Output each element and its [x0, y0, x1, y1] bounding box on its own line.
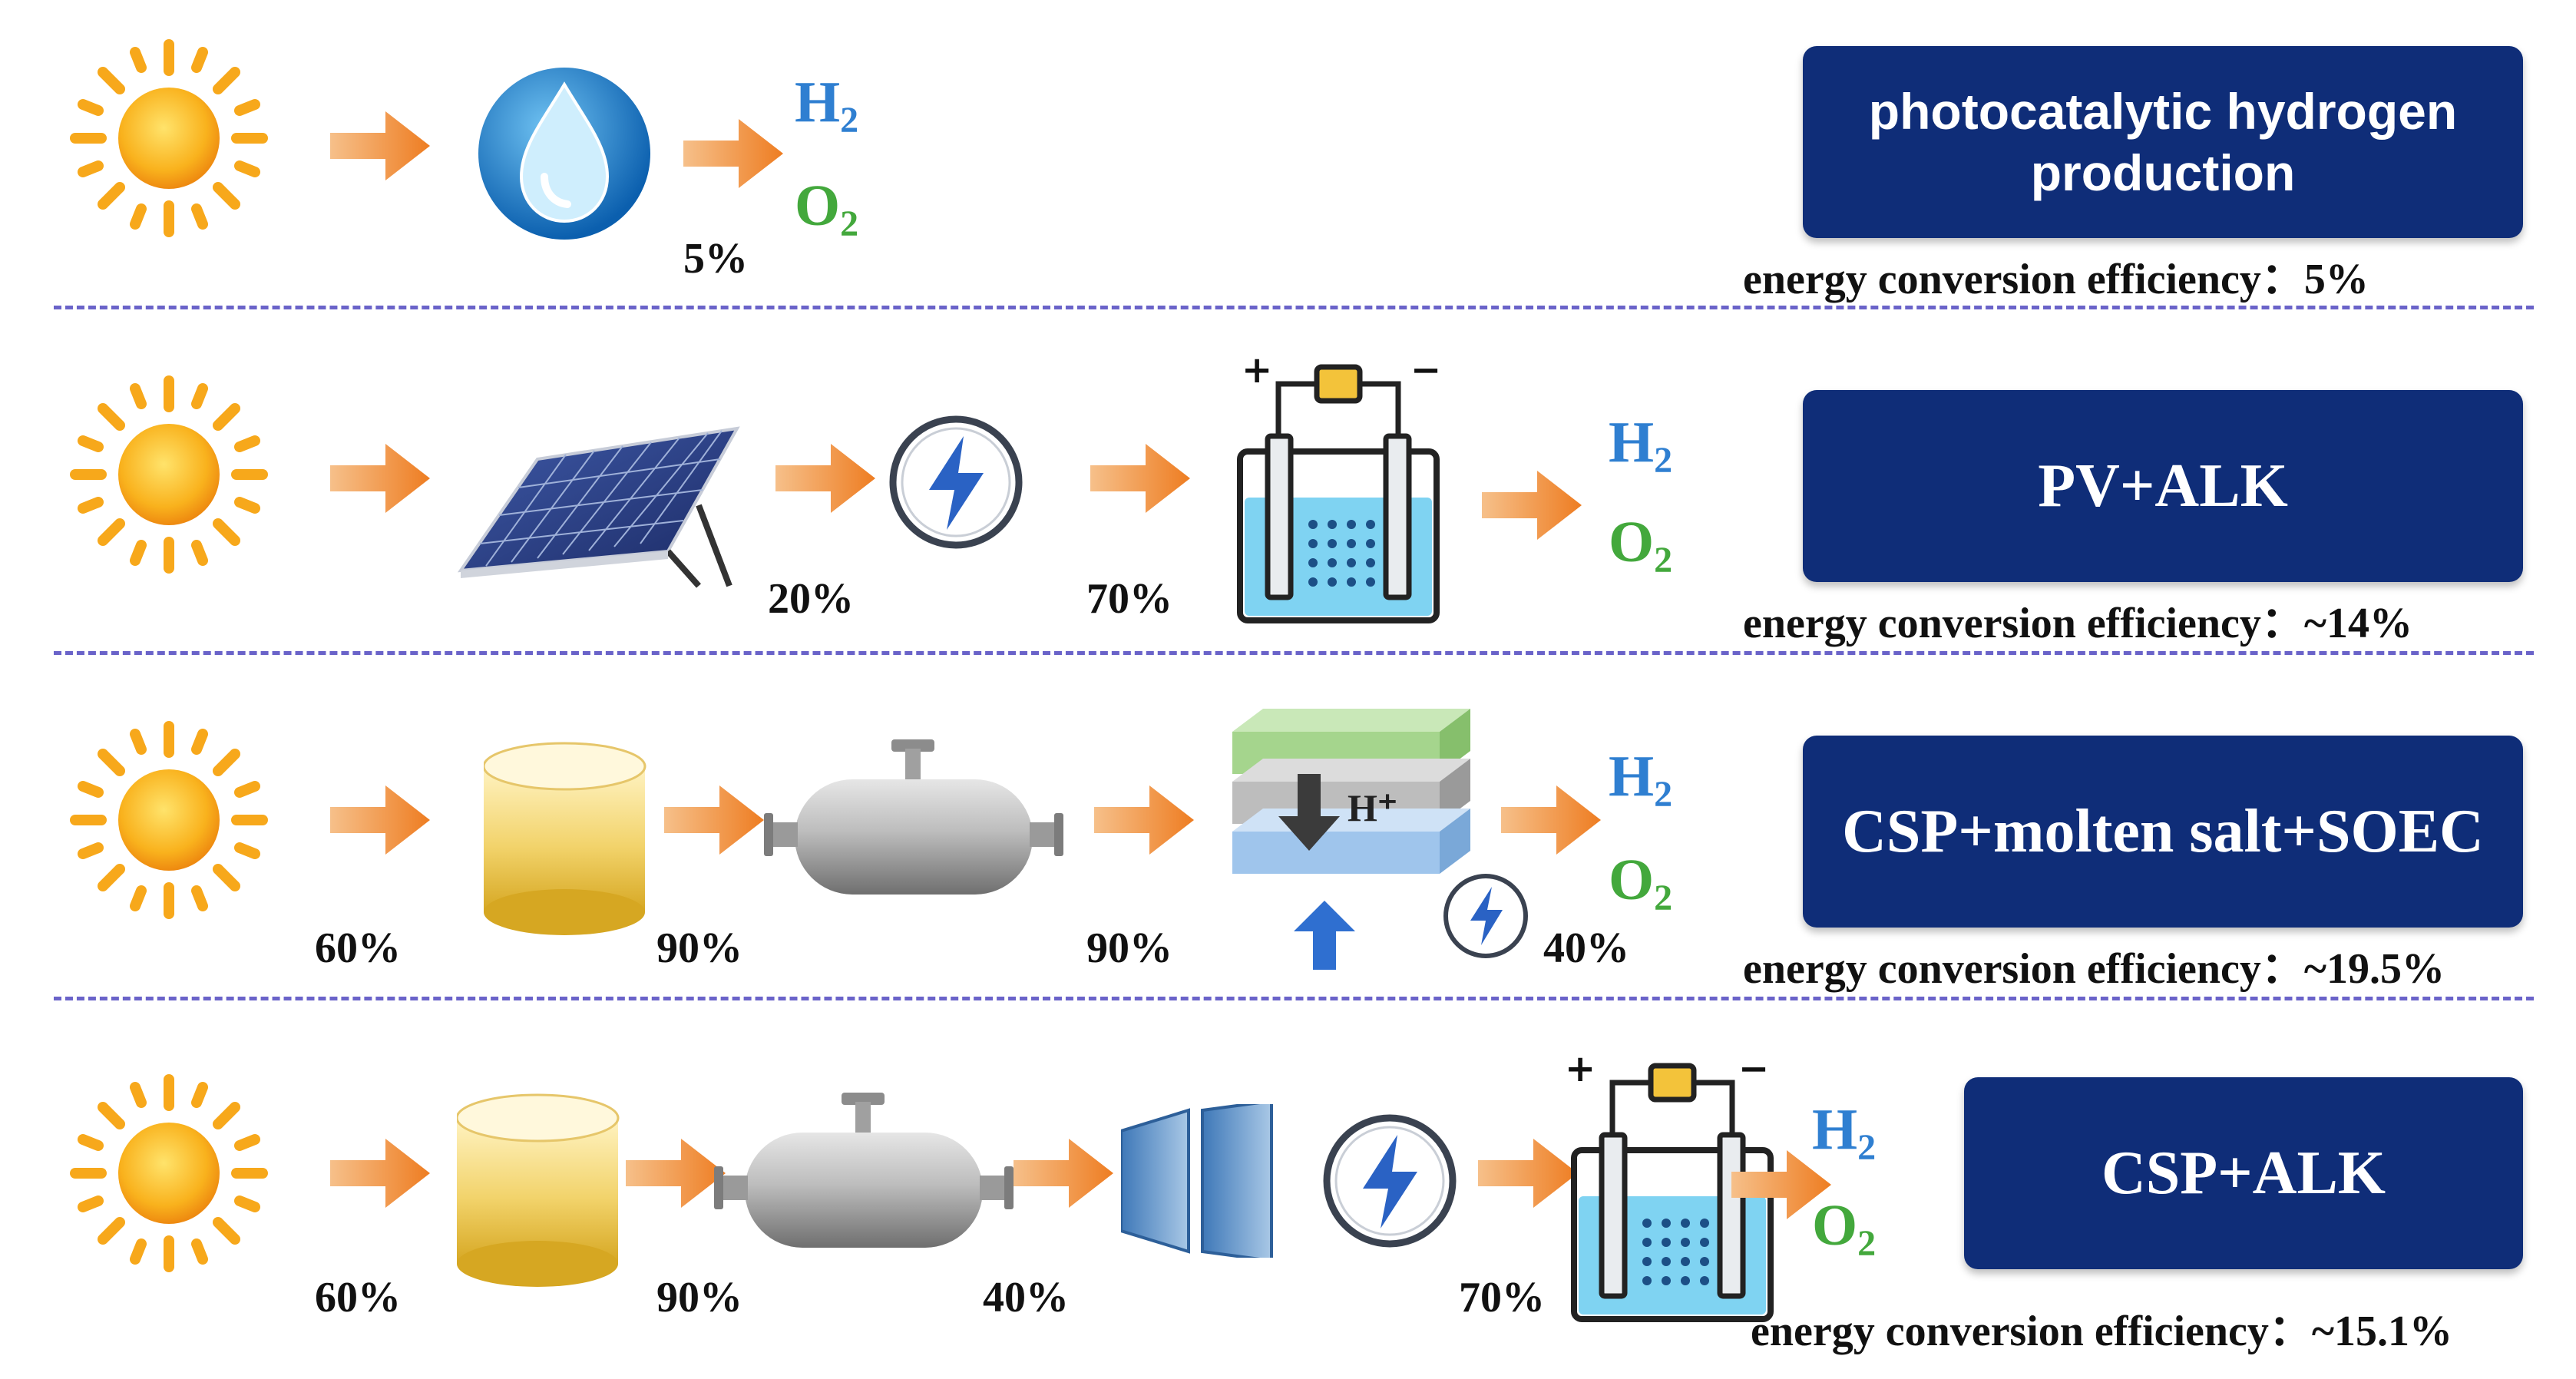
efficiency-step: 40% — [983, 1274, 1069, 1321]
arrow-icon — [1090, 444, 1190, 513]
efficiency-step: 60% — [315, 924, 401, 972]
row-csp-alk: 60% 90% 40% 70% + − H2 O2 CSP+ALK energy… — [0, 1035, 2576, 1365]
arrow-icon — [1501, 785, 1601, 855]
sun-icon — [69, 1073, 269, 1273]
efficiency-step: 90% — [656, 924, 742, 972]
h2-label: H2 — [1609, 410, 1673, 481]
h2-label: H2 — [1812, 1097, 1877, 1168]
o2-label: O2 — [1609, 510, 1673, 580]
efficiency-step: 70% — [1086, 575, 1172, 623]
plus-terminal: + — [1242, 349, 1273, 392]
overall-efficiency: energy conversion efficiency：~14% — [1743, 600, 2413, 647]
arrow-icon — [330, 1139, 430, 1208]
process-label: PV+ALK — [1803, 390, 2523, 582]
efficiency-step: 40% — [1543, 924, 1629, 972]
divider — [54, 997, 2534, 1000]
heat-exchanger-icon — [714, 1093, 1014, 1248]
overall-efficiency: energy conversion efficiency：5% — [1743, 256, 2369, 303]
h2-label: H2 — [1609, 744, 1673, 815]
plus-terminal: + — [1565, 1047, 1596, 1090]
heat-exchanger-icon — [764, 739, 1063, 895]
solar-panel-icon — [457, 426, 740, 588]
minus-terminal: − — [1738, 1047, 1770, 1090]
overall-efficiency: energy conversion efficiency：~19.5% — [1743, 945, 2445, 993]
arrow-icon — [775, 444, 875, 513]
electrolyzer-icon — [1225, 359, 1455, 628]
o2-label: O2 — [1812, 1193, 1877, 1264]
sun-icon — [69, 720, 269, 920]
molten-salt-tank-icon — [484, 742, 646, 937]
soec-stack: H⁺ — [1232, 709, 1539, 977]
efficiency-step: 90% — [656, 1274, 742, 1321]
lightning-icon — [1321, 1112, 1459, 1250]
row-photocatalytic: H2 O2 5% photocatalytic hydrogen product… — [0, 0, 2576, 330]
divider — [54, 651, 2534, 655]
efficiency-step: 70% — [1459, 1274, 1545, 1321]
arrow-icon — [330, 785, 430, 855]
electrolyzer: + − — [1225, 349, 1455, 628]
row-csp-molten-salt-soec: 60% 90% 90% H⁺ 40% H2 O2 CSP+molten salt… — [0, 690, 2576, 1020]
arrow-icon — [1094, 785, 1194, 855]
proton-label: H⁺ — [1348, 786, 1398, 829]
arrow-icon — [626, 1139, 726, 1208]
efficiency-step: 5% — [683, 235, 748, 283]
arrow-icon — [1014, 1139, 1113, 1208]
efficiency-step: 20% — [768, 575, 854, 623]
arrow-icon — [1482, 471, 1582, 540]
h2-label: H2 — [795, 70, 859, 141]
row-pv-alk: 20% 70% + − H2 O2 PV+ALK energy conversi… — [0, 344, 2576, 674]
efficiency-step: 60% — [315, 1274, 401, 1321]
sun-icon — [69, 38, 269, 238]
arrow-icon — [330, 111, 430, 180]
electrolyzer: + − — [1559, 1047, 1789, 1327]
sun-icon — [69, 375, 269, 574]
o2-label: O2 — [795, 174, 859, 244]
water-drop-icon — [478, 68, 650, 240]
arrow-icon — [330, 444, 430, 513]
o2-label: O2 — [1609, 848, 1673, 918]
arrow-icon — [683, 119, 783, 188]
process-label: CSP+molten salt+SOEC — [1803, 736, 2523, 928]
minus-terminal: − — [1410, 349, 1442, 392]
soec-stack-icon — [1232, 709, 1528, 970]
overall-efficiency: energy conversion efficiency：~15.1% — [1751, 1308, 2453, 1355]
lightning-icon — [887, 413, 1025, 551]
process-label: CSP+ALK — [1964, 1077, 2523, 1269]
process-label: photocatalytic hydrogen production — [1803, 46, 2523, 238]
efficiency-step: 90% — [1086, 924, 1172, 972]
divider — [54, 306, 2534, 309]
turbine-icon — [1121, 1104, 1273, 1258]
arrow-icon — [664, 785, 764, 855]
molten-salt-tank-icon — [457, 1093, 620, 1288]
